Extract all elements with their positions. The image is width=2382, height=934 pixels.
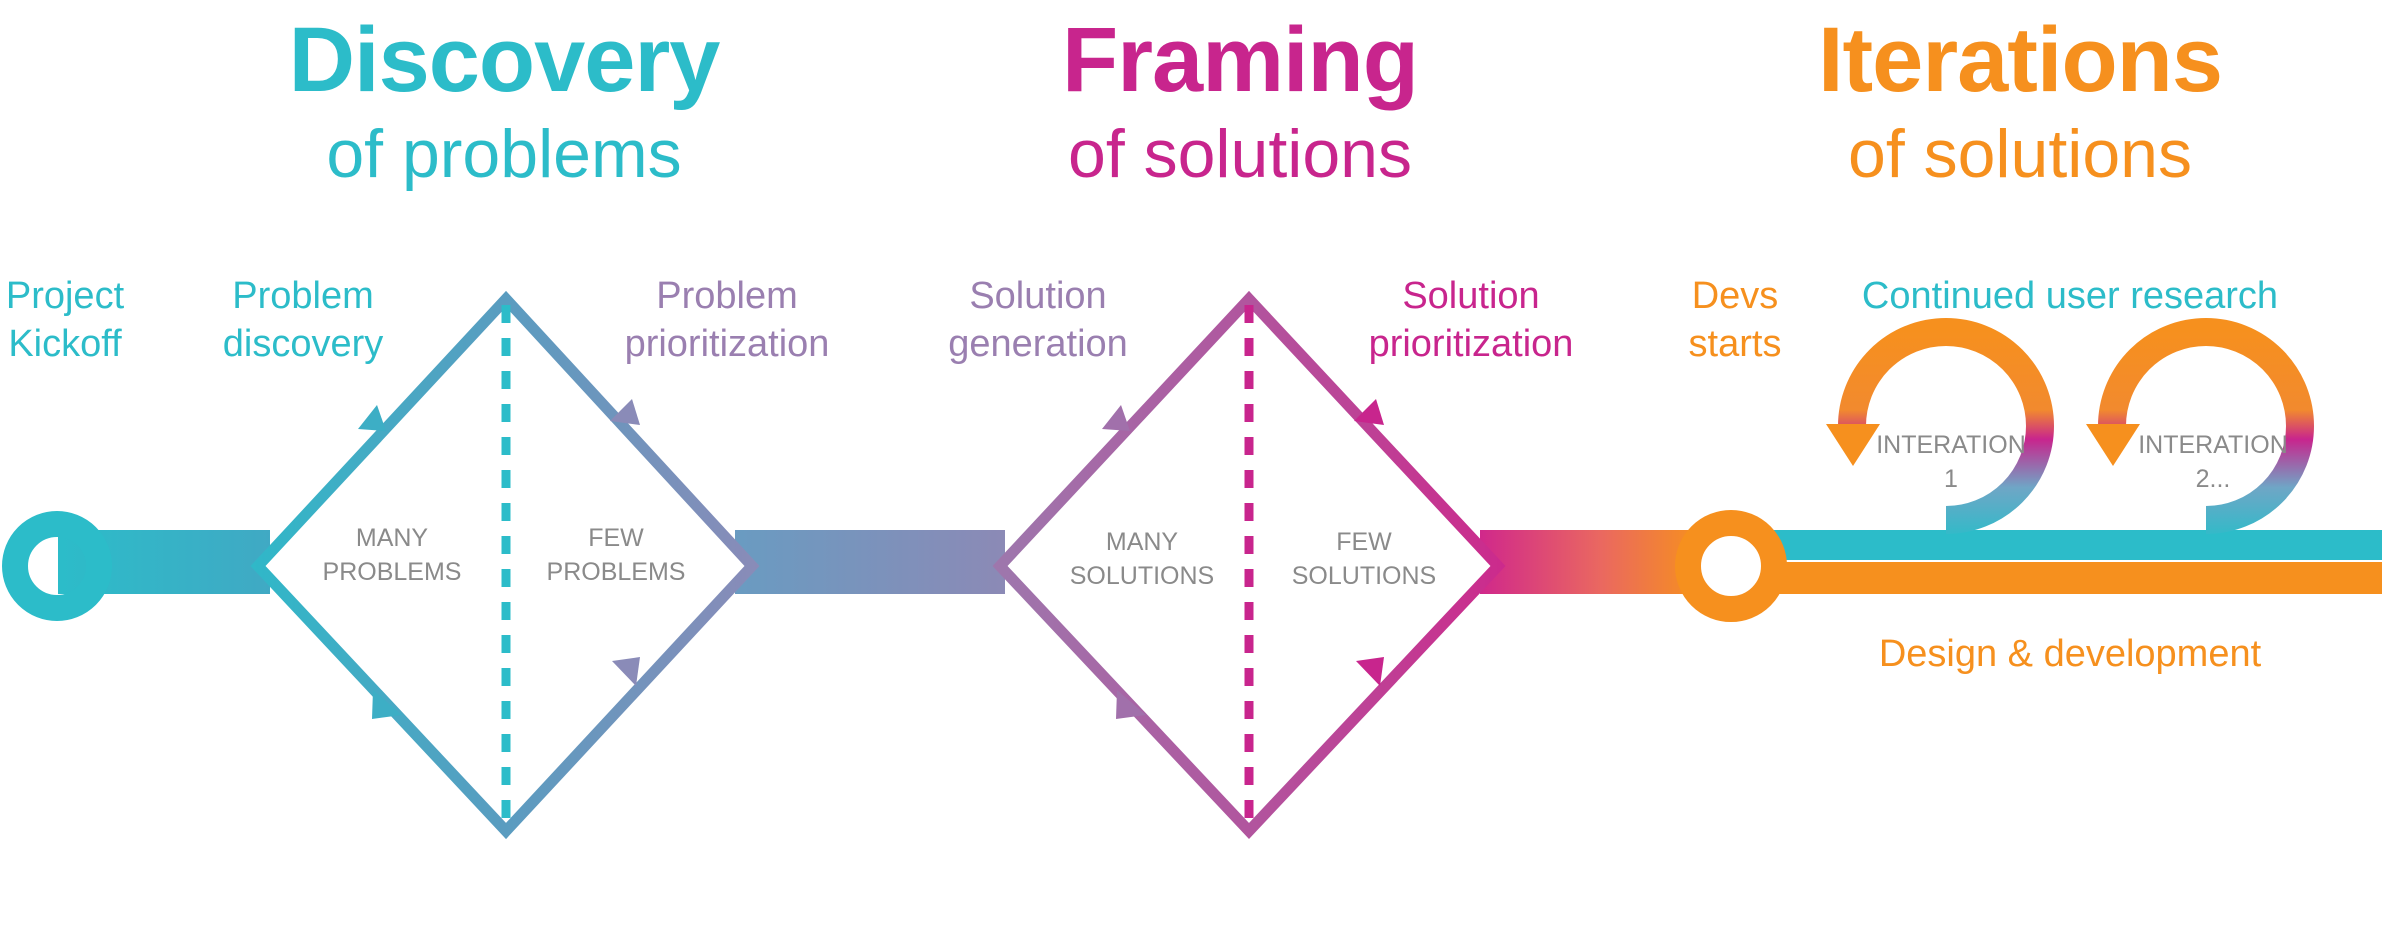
iterations-subtitle: of solutions <box>1848 116 2192 192</box>
arrow-d1-down-right <box>612 657 640 686</box>
arrow-d1-up-left <box>358 405 386 431</box>
kickoff-node <box>2 511 112 621</box>
solution-generation-label: Solution generation <box>948 275 1128 365</box>
problem-discovery-label: Problem discovery <box>222 275 384 365</box>
arrow-d1-down-left <box>372 690 402 719</box>
arrow-d2-down-left <box>1116 690 1146 719</box>
devs-starts-label: Devs starts <box>1688 275 1782 365</box>
iteration-arrow-2 <box>2086 424 2140 466</box>
discovery-title: Discovery <box>288 9 721 111</box>
arrow-d1-up-right <box>610 399 640 425</box>
framing-subtitle: of solutions <box>1068 116 1412 192</box>
few-problems-label: FEW PROBLEMS <box>546 524 686 586</box>
iterations-title: Iterations <box>1817 9 2223 111</box>
iteration-1-label: INTERATION 1 <box>1876 431 2026 493</box>
few-solutions-label: FEW SOLUTIONS <box>1291 528 1437 590</box>
arrow-d2-up-left <box>1102 405 1130 431</box>
discovery-subtitle: of problems <box>326 116 682 192</box>
continued-research-label: Continued user research <box>1861 275 2279 317</box>
bridge-bar-1 <box>735 530 1005 594</box>
bridge-bar-2 <box>1480 530 1712 594</box>
iteration-loop-1 <box>1838 318 2054 534</box>
devs-start-node <box>1675 510 1787 622</box>
problem-prioritization-label: Problem prioritization <box>624 275 830 365</box>
arrow-d2-up-right <box>1354 399 1384 425</box>
problems-diamond <box>250 290 760 840</box>
research-track <box>1728 530 2382 560</box>
many-solutions-label: MANY SOLUTIONS <box>1069 528 1215 590</box>
framing-title: Framing <box>1062 9 1419 111</box>
iteration-loop-2 <box>2098 318 2314 534</box>
design-development-label: Design & development <box>1878 633 2262 675</box>
iteration-2-label: INTERATION 2... <box>2138 431 2288 493</box>
arrow-d2-down-right <box>1356 657 1384 686</box>
project-kickoff-label: Project Kickoff <box>5 275 125 365</box>
development-track <box>1728 562 2382 594</box>
many-problems-label: MANY PROBLEMS <box>322 524 462 586</box>
iteration-arrow-1 <box>1826 424 1880 466</box>
solution-prioritization-label: Solution prioritization <box>1368 275 1574 365</box>
